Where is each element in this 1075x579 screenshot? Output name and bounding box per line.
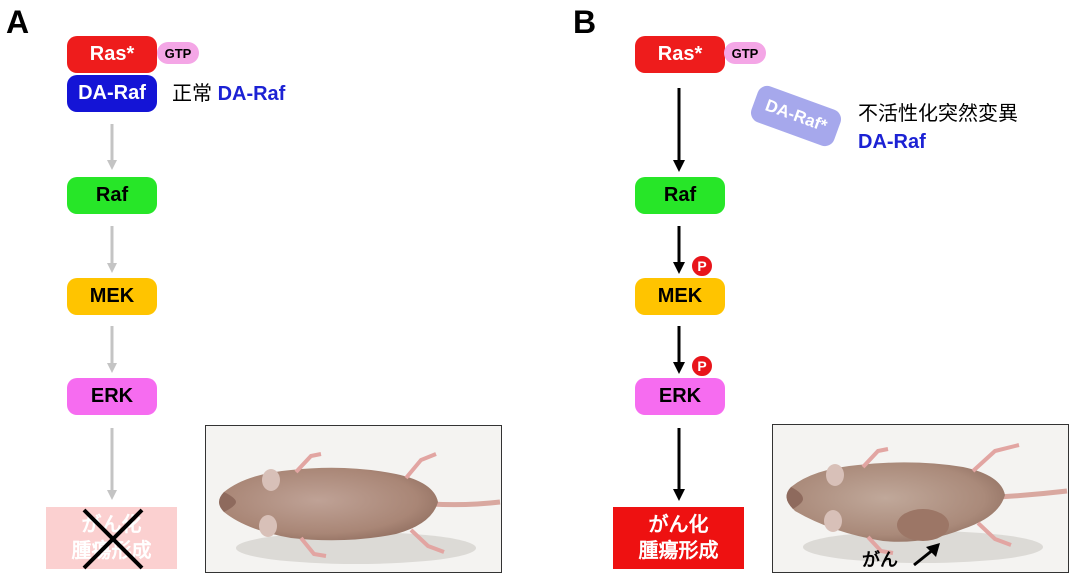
panel-b-erk-node: ERK bbox=[635, 378, 725, 415]
panel-a-blocked-cross-icon bbox=[82, 508, 144, 570]
panel-a-outcome-line1: がん化 bbox=[81, 514, 142, 536]
panel-b-outcome-line2: 腫瘍形成 bbox=[638, 540, 719, 562]
panel-a-mouse-photo bbox=[205, 425, 502, 573]
panel-b-letter: B bbox=[573, 4, 597, 40]
panel-a-letter: A bbox=[6, 4, 30, 40]
panel-a-note-blue: DA-Raf bbox=[217, 83, 286, 105]
panel-b-erk-phospho-badge: P bbox=[691, 355, 713, 377]
panel-b-mek-node: MEK bbox=[635, 278, 725, 315]
panel-a-daraf-note: 正常 DA-Raf bbox=[172, 80, 285, 108]
panel-b-mutant-note: 不活性化突然変異 DA-Raf bbox=[858, 100, 1018, 156]
panel-b-raf-node: Raf bbox=[635, 177, 725, 214]
panel-a-gtp-badge: GTP bbox=[157, 42, 199, 64]
panel-a-mek-node: MEK bbox=[67, 278, 157, 315]
panel-a-ras-node: Ras* bbox=[67, 36, 157, 73]
panel-b-tumor-pointer-arrow-icon bbox=[913, 543, 940, 567]
panel-b-gtp-badge: GTP bbox=[724, 42, 766, 64]
panel-b-outcome-line1: がん化 bbox=[648, 514, 709, 536]
panel-b-note-line2: DA-Raf bbox=[858, 131, 926, 153]
panel-b-note-line1: 不活性化突然変異 bbox=[858, 103, 1018, 125]
panel-a-note-prefix: 正常 bbox=[172, 83, 212, 105]
panel-a-erk-node: ERK bbox=[67, 378, 157, 415]
panel-a-raf-node: Raf bbox=[67, 177, 157, 214]
panel-b-ras-node: Ras* bbox=[635, 36, 725, 73]
panel-b-tumor-caption: がん bbox=[862, 550, 898, 570]
panel-b-outcome-box: がん化 腫瘍形成 bbox=[613, 507, 744, 569]
panel-b-mouse-photo bbox=[772, 424, 1069, 573]
panel-a-daraf-node: DA-Raf bbox=[67, 75, 157, 112]
panel-b-mek-phospho-badge: P bbox=[691, 255, 713, 277]
